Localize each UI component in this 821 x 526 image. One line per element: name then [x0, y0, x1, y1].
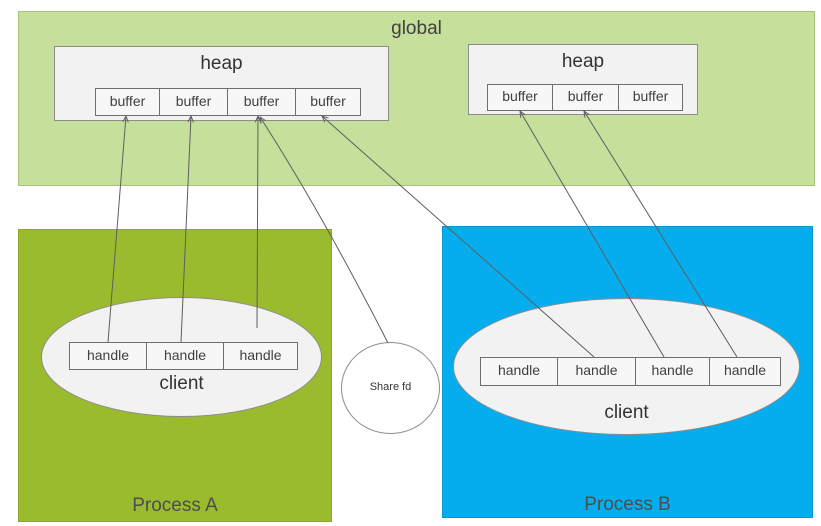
arrow-handle-b2-to-buffer-4	[322, 116, 595, 358]
process-a-handle-2: handle	[146, 342, 224, 370]
process-a-handle-1: handle	[69, 342, 147, 370]
share-fd-bubble	[341, 342, 440, 434]
process-a-label: Process A	[132, 495, 218, 516]
arrow-handle-b4-to-right-buffer-2	[584, 111, 738, 358]
process-b-handle-4: handle	[709, 357, 781, 386]
heap-left-buffer-1: buffer	[95, 88, 160, 116]
heap-right-title: heap	[561, 51, 605, 72]
process-b-handle-3: handle	[635, 357, 710, 386]
process-a-client-label: client	[159, 373, 204, 394]
share-fd-label: Share fd	[369, 381, 412, 393]
process-a-handle-3: handle	[223, 342, 298, 370]
arrow-handle-a2-to-buffer-2	[180, 116, 191, 343]
process-b-handles: handle handle handle handle	[480, 357, 781, 386]
process-b-handle-2: handle	[557, 357, 636, 386]
heap-left-buffer-4: buffer	[295, 88, 361, 116]
heap-right-buffers: buffer buffer buffer	[487, 84, 683, 111]
process-b-handle-1: handle	[480, 357, 558, 386]
process-a-handles: handle handle handle	[69, 342, 298, 370]
heap-right-buffer-2: buffer	[552, 84, 619, 111]
arrow-handle-a3-to-buffer-3	[257, 116, 258, 329]
arrow-handle-a1-to-buffer-1	[107, 116, 126, 343]
arrow-handle-b3-to-right-buffer-1	[520, 111, 665, 358]
process-b-label: Process B	[584, 494, 671, 515]
heap-left-buffers: buffer buffer buffer buffer	[95, 88, 361, 116]
heap-left-title: heap	[200, 53, 243, 74]
process-b-client-label: client	[604, 402, 649, 423]
heap-right-buffer-3: buffer	[618, 84, 683, 111]
heap-left-buffer-3: buffer	[227, 88, 296, 116]
arrow-share-fd-to-buffer-3	[260, 117, 389, 344]
global-title: global	[391, 18, 442, 39]
